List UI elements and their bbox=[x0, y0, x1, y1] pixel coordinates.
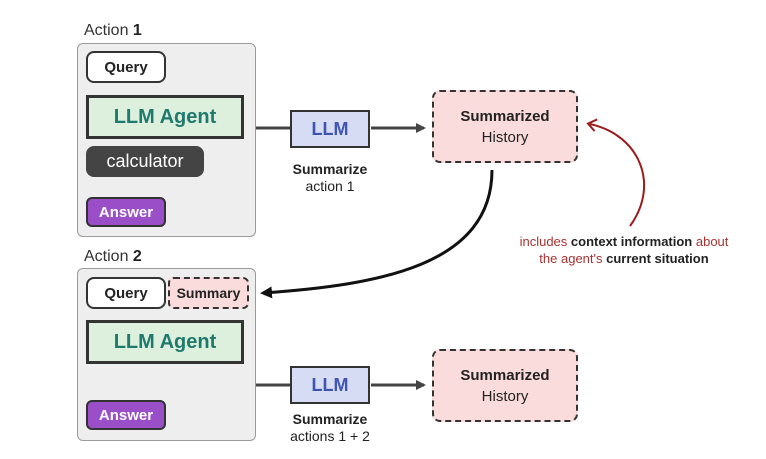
action-1-summarized-history: Summarized History bbox=[432, 90, 578, 163]
action-1-title: Action 1 bbox=[84, 22, 142, 39]
context-note: includes context information about the a… bbox=[519, 234, 729, 266]
action-1-query: Query bbox=[86, 51, 166, 83]
action-2-query: Query bbox=[86, 277, 166, 309]
action-1-llm: LLM bbox=[290, 110, 370, 148]
summary-feedback-arrow bbox=[260, 169, 494, 299]
action-2-llm: LLM bbox=[290, 366, 370, 404]
action-2-summary-chip: Summary bbox=[168, 277, 249, 309]
action-1-calculator-tool: calculator bbox=[86, 146, 204, 177]
action-2-answer: Answer bbox=[86, 400, 166, 430]
note-arrow bbox=[586, 118, 646, 227]
action-1-llm-agent: LLM Agent bbox=[86, 95, 244, 139]
action-1-caption: Summarize action 1 bbox=[292, 161, 368, 194]
action-1-answer: Answer bbox=[86, 197, 166, 227]
action-2-caption: Summarize actions 1 + 2 bbox=[290, 411, 370, 444]
action-2-title: Action 2 bbox=[84, 248, 142, 265]
action-2-llm-agent: LLM Agent bbox=[86, 320, 244, 364]
action-2-summarized-history: Summarized History bbox=[432, 349, 578, 422]
